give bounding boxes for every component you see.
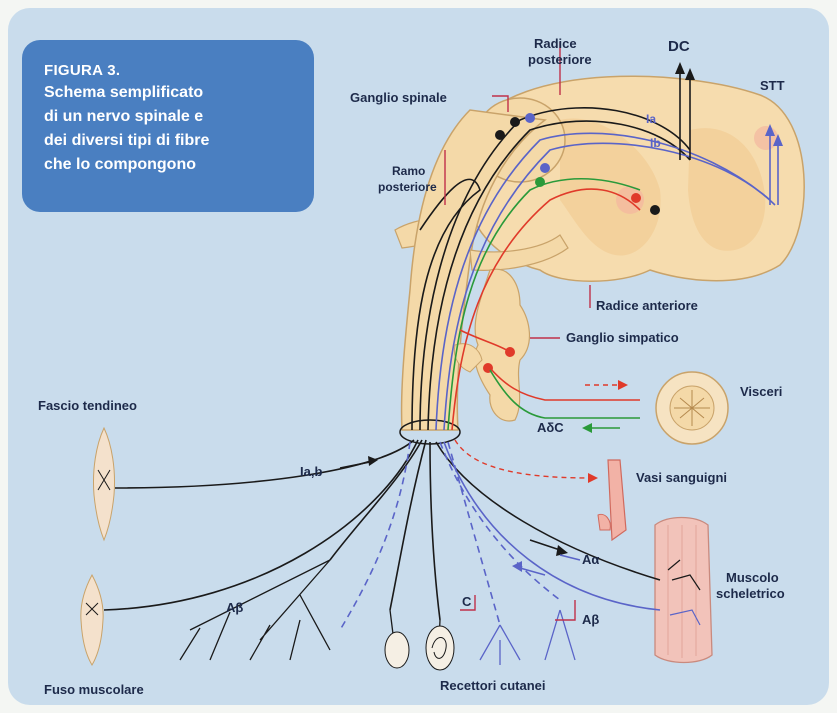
fascio-tendineo-shape	[93, 428, 114, 540]
blue-branches	[480, 610, 575, 665]
label-radice-anteriore: Radice anteriore	[596, 298, 698, 313]
cell-body	[510, 117, 520, 127]
label-adelta-c: AδC	[537, 420, 564, 435]
label-c: C	[462, 594, 471, 609]
meissner-receptor	[426, 626, 454, 670]
label-radice-posteriore: Radice	[534, 36, 577, 51]
label-radice-posteriore-2: posteriore	[528, 52, 592, 67]
cell-body	[525, 113, 535, 123]
fuso-muscolare-shape	[81, 575, 103, 665]
caption-title: FIGURA 3.	[44, 62, 120, 79]
cell-body	[650, 205, 660, 215]
pacinian-receptor	[385, 632, 409, 668]
label-muscolo-2: scheletrico	[716, 586, 785, 601]
label-ganglio-spinale: Ganglio spinale	[350, 90, 447, 105]
cell-body	[631, 193, 641, 203]
label-ganglio-simpatico: Ganglio simpatico	[566, 330, 679, 345]
caption-line: dei diversi tipi di fibre	[44, 132, 209, 150]
label-fiber-ia: Ia	[646, 112, 656, 126]
label-visceri: Visceri	[740, 384, 782, 399]
label-recettori-cutanei: Recettori cutanei	[440, 678, 545, 693]
label-dc: DC	[668, 38, 690, 55]
caption-line: Schema semplificato	[44, 84, 203, 102]
caption-line: di un nervo spinale e	[44, 108, 203, 126]
cell-body	[540, 163, 550, 173]
label-a-beta-left: Aβ	[226, 600, 243, 615]
label-a-beta-right: Aβ	[582, 612, 599, 627]
label-fascio-tendineo: Fascio tendineo	[38, 398, 137, 413]
label-ramo-posteriore: Ramo	[392, 164, 425, 178]
caption-line: che lo compongono	[44, 156, 196, 174]
label-fuso-muscolare: Fuso muscolare	[44, 682, 144, 697]
peripheral-fibers	[104, 440, 660, 630]
label-vasi-sanguigni: Vasi sanguigni	[636, 470, 727, 485]
muscolo-shape	[655, 518, 712, 663]
label-a-alpha: Aα	[582, 552, 599, 567]
vasi-sanguigni-shape	[455, 440, 626, 540]
cell-body	[535, 177, 545, 187]
cell-body	[495, 130, 505, 140]
label-fiber-ib: Ib	[650, 136, 661, 150]
label-muscolo: Muscolo	[726, 570, 779, 585]
label-iab: Ia,b	[300, 464, 322, 479]
label-ramo-posteriore-2: posteriore	[378, 180, 437, 194]
label-stt: STT	[760, 78, 785, 93]
